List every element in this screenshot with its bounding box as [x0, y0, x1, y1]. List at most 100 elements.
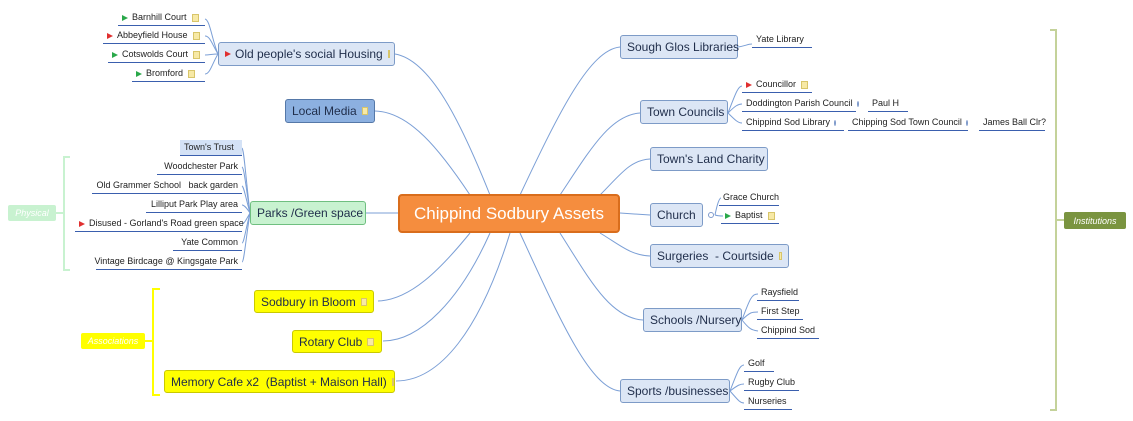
- green-flag-icon: [112, 51, 118, 58]
- topic-town-councils[interactable]: Town Councils: [640, 100, 728, 124]
- leaf-towns-trust[interactable]: Town's Trust: [180, 140, 242, 156]
- note-icon: [191, 13, 199, 22]
- topic-surgeries[interactable]: Surgeries - Courtside: [650, 244, 789, 268]
- leaf-yate-library[interactable]: Yate Library: [752, 32, 812, 48]
- leaf-label: Baptist: [735, 210, 763, 220]
- leaf-label: Yate Common: [181, 237, 238, 247]
- topic-memory-cafe[interactable]: Memory Cafe x2 (Baptist + Maison Hall): [164, 370, 395, 393]
- leaf-raysfield[interactable]: Raysfield: [757, 285, 799, 301]
- topic-schools[interactable]: Schools /Nursery: [643, 308, 742, 332]
- leaf-label: Abbeyfield House: [117, 30, 188, 40]
- topic-label: Sough Glos Libraries: [627, 40, 740, 54]
- leaf-label: Councillor: [756, 79, 797, 89]
- red-flag-icon: [225, 51, 231, 57]
- topic-church[interactable]: Church: [650, 203, 703, 227]
- leaf-label: Chippind Sod: [761, 325, 816, 335]
- leaf-label: Disused - Gorland's Road green space: [89, 218, 244, 228]
- note-icon: [391, 377, 394, 386]
- central-topic[interactable]: Chippind Sodbury Assets: [398, 194, 620, 233]
- leaf-barnhill[interactable]: Barnhill Court: [118, 10, 205, 26]
- green-flag-icon: [136, 70, 142, 77]
- topic-housing[interactable]: Old people's social Housing: [218, 42, 395, 66]
- topic-rotary[interactable]: Rotary Club: [292, 330, 382, 353]
- leaf-old-grammer[interactable]: Old Grammer School back garden: [92, 178, 242, 194]
- green-flag-icon: [725, 212, 731, 219]
- note-icon: [188, 69, 196, 78]
- topic-label: Schools /Nursery: [650, 313, 742, 327]
- leaf-label: Doddington Parish Council: [746, 98, 853, 108]
- leaf-rugby-club[interactable]: Rugby Club: [744, 375, 799, 391]
- leaf-chipping-council[interactable]: Chipping Sod Town Council: [848, 115, 968, 131]
- topic-label: Sports /businesses: [627, 384, 729, 398]
- leaf-doddington[interactable]: Doddington Parish Council: [742, 96, 859, 112]
- leaf-grace-church[interactable]: Grace Church: [719, 190, 779, 206]
- note-icon: [778, 252, 782, 260]
- red-flag-icon: [107, 32, 113, 39]
- leaf-disused[interactable]: Disused - Gorland's Road green space: [75, 216, 244, 232]
- leaf-label: Yate Library: [756, 34, 804, 44]
- leaf-label: Town's Trust: [184, 142, 234, 152]
- leaf-councillor[interactable]: Councillor: [742, 77, 812, 93]
- boundary-label-physical[interactable]: Physical: [8, 205, 56, 221]
- note-icon: [367, 337, 375, 346]
- topic-label: Old people's social Housing: [235, 47, 383, 61]
- topic-label: Church: [657, 208, 696, 222]
- topic-label: Town's Land Charity: [657, 152, 765, 166]
- leaf-woodchester[interactable]: Woodchester Park: [157, 159, 242, 175]
- boundary-label-associations[interactable]: Associations: [81, 333, 145, 349]
- topic-local-media[interactable]: Local Media: [285, 99, 375, 123]
- leaf-paul-h[interactable]: Paul H: [868, 96, 908, 112]
- topic-label: Local Media: [292, 104, 357, 118]
- note-icon: [360, 297, 367, 306]
- note-icon: [767, 211, 775, 220]
- green-flag-icon: [122, 14, 128, 21]
- leaf-abbeyfield[interactable]: Abbeyfield House: [103, 28, 205, 44]
- leaf-label: Bromford: [146, 68, 184, 78]
- topic-sports[interactable]: Sports /businesses: [620, 379, 730, 403]
- collapse-icon[interactable]: [965, 119, 968, 126]
- leaf-label: Cotswolds Court: [122, 49, 189, 59]
- note-icon: [192, 31, 200, 40]
- collapse-icon[interactable]: [856, 100, 859, 107]
- leaf-label: Rugby Club: [748, 377, 796, 387]
- topic-label: Rotary Club: [299, 334, 363, 349]
- collapse-icon[interactable]: [708, 212, 714, 218]
- leaf-cotswolds[interactable]: Cotswolds Court: [108, 47, 205, 63]
- note-icon: [801, 80, 808, 89]
- leaf-label: Lilliput Park Play area: [150, 199, 238, 209]
- leaf-chippind-library[interactable]: Chippind Sod Library: [742, 115, 844, 131]
- topic-label: Town Councils: [647, 105, 725, 119]
- leaf-label: Old Grammer School back garden: [96, 180, 238, 190]
- leaf-label: Golf: [748, 358, 765, 368]
- leaf-label: Raysfield: [761, 287, 799, 297]
- leaf-vintage-birdcage[interactable]: Vintage Birdcage @ Kingsgate Park: [94, 254, 242, 270]
- leaf-label: Nurseries: [748, 396, 787, 406]
- collapse-icon[interactable]: [834, 119, 837, 126]
- leaf-lilliput[interactable]: Lilliput Park Play area: [146, 197, 242, 213]
- leaf-first-step[interactable]: First Step: [757, 304, 803, 320]
- topic-libraries[interactable]: Sough Glos Libraries: [620, 35, 740, 59]
- topic-parks[interactable]: Parks /Green space: [250, 201, 366, 225]
- topic-label: Parks /Green space: [257, 206, 364, 220]
- leaf-nurseries[interactable]: Nurseries: [744, 394, 792, 410]
- red-flag-icon: [79, 220, 85, 227]
- red-flag-icon: [746, 81, 752, 88]
- leaf-golf[interactable]: Golf: [744, 356, 774, 372]
- topic-land-charity[interactable]: Town's Land Charity: [650, 147, 768, 171]
- topic-label: Memory Cafe x2 (Baptist + Maison Hall): [171, 374, 387, 389]
- leaf-label: Chippind Sod Library: [746, 117, 831, 127]
- leaf-label: James Ball Clr?: [983, 117, 1047, 127]
- note-icon: [193, 50, 201, 59]
- topic-label: Sodbury in Bloom: [261, 294, 356, 309]
- leaf-chippind-sod[interactable]: Chippind Sod: [757, 323, 819, 339]
- leaf-label: Barnhill Court: [132, 12, 187, 22]
- topic-label: Surgeries - Courtside: [657, 249, 774, 263]
- leaf-yate-common[interactable]: Yate Common: [173, 235, 242, 251]
- leaf-bromford[interactable]: Bromford: [132, 66, 205, 82]
- leaf-baptist[interactable]: Baptist: [721, 208, 779, 224]
- topic-sodbury-bloom[interactable]: Sodbury in Bloom: [254, 290, 374, 313]
- leaf-label: Grace Church: [723, 192, 780, 202]
- leaf-james-ball[interactable]: James Ball Clr?: [979, 115, 1047, 131]
- boundary-label-institutions[interactable]: Institutions: [1064, 212, 1126, 229]
